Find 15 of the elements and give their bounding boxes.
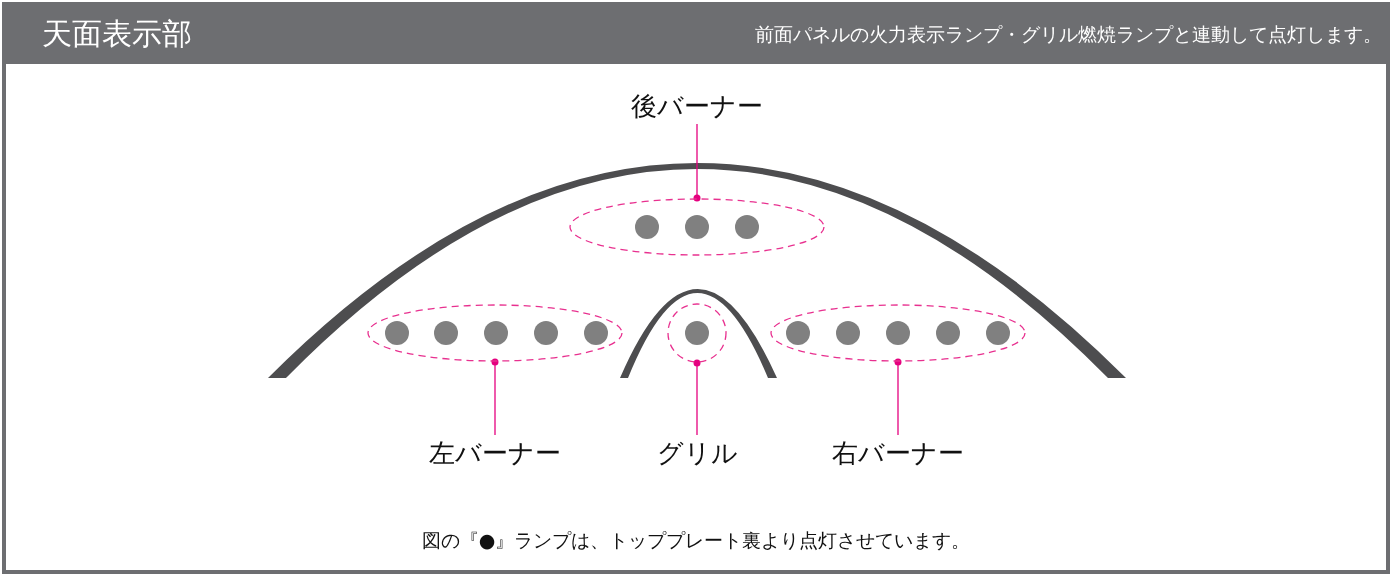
leader-line [894, 358, 902, 436]
leader-line [693, 359, 701, 436]
part-label: 右バーナー [808, 437, 988, 469]
dashed-ellipse [569, 198, 825, 256]
title: 天面表示部 [42, 15, 192, 53]
part-label: 後バーナー [607, 90, 787, 122]
note: 図の『●』ランプは、トッププレート裏より点灯させています。 [420, 528, 972, 553]
dashed-circle [665, 303, 729, 363]
note: 前面パネルの火力表示ランプ・グリル燃焼ランプと連動して点灯します。 [755, 22, 1382, 47]
part-label: 左バーナー [405, 437, 585, 469]
dashed-ellipse [770, 304, 1026, 362]
leader-line [693, 123, 701, 202]
leader-line [491, 358, 499, 436]
dashed-ellipse [367, 304, 623, 362]
part-label: グリル [617, 437, 777, 469]
